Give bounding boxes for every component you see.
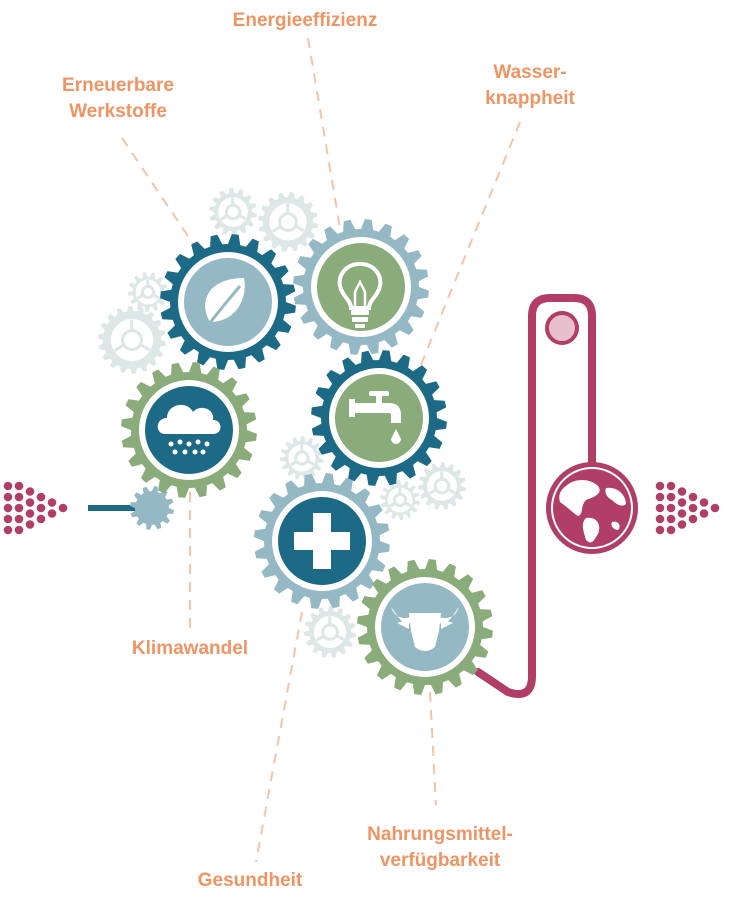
- background-gear: [209, 188, 257, 236]
- arrow-dot: [25, 498, 35, 507]
- arrow-dot: [666, 525, 676, 535]
- label-food: Nahrungsmittel- verfügbarkeit: [340, 822, 540, 874]
- arrow-dot: [36, 503, 46, 513]
- label-materials-line-2: Werkstoffe: [69, 101, 167, 122]
- arrow-dot: [14, 514, 24, 524]
- arrow-dot: [14, 492, 24, 502]
- label-climate: Klimawandel: [110, 636, 270, 662]
- conveyor-track: [474, 294, 596, 698]
- arrow-dot: [3, 525, 13, 535]
- arrow-dot: [699, 498, 709, 507]
- plus-icon: [294, 513, 350, 569]
- arrow-dot: [688, 514, 698, 524]
- label-energy-line-1: Energieeffizienz: [232, 10, 378, 31]
- background-gear: [380, 480, 420, 520]
- water-tap-icon: [349, 391, 401, 444]
- arrow-dot: [47, 498, 57, 507]
- arrow-dot: [58, 503, 68, 513]
- label-materials: Erneuerbare Werkstoffe: [38, 73, 198, 125]
- label-water-line-1: Wasser-: [493, 62, 567, 83]
- globe-icon: [546, 462, 638, 554]
- leader-energy: [307, 37, 341, 229]
- arrow-dot: [688, 492, 698, 502]
- arrow-dot: [677, 498, 687, 507]
- main-gears: [121, 219, 493, 695]
- arrow-dot: [655, 503, 665, 513]
- leaf-icon: [204, 278, 245, 329]
- arrow-dot: [655, 514, 665, 524]
- arrow-dot: [3, 492, 13, 502]
- arrow-dot: [666, 514, 676, 524]
- arrow-dot: [655, 492, 665, 502]
- arrow-dot: [14, 481, 24, 491]
- leader-lines: [121, 37, 521, 863]
- leader-materials: [121, 137, 197, 249]
- arrow-dot: [699, 509, 709, 518]
- lightbulb-icon: [337, 261, 383, 328]
- label-water-line-2: knappheit: [485, 88, 575, 109]
- background-gear: [258, 192, 318, 252]
- arrow-dot: [677, 509, 687, 518]
- arrow-dot: [3, 481, 13, 491]
- label-water: Wasser- knappheit: [450, 60, 610, 112]
- arrow-dot: [36, 514, 46, 524]
- background-gear: [280, 436, 324, 480]
- arrow-dot: [666, 503, 676, 513]
- arrow-dot: [655, 525, 665, 535]
- arrow-dot: [655, 481, 665, 491]
- cow-head-icon: [391, 607, 459, 651]
- gear-health: [254, 473, 390, 609]
- label-food-line-2: verfügbarkeit: [379, 850, 501, 871]
- arrow-dot: [25, 509, 35, 518]
- arrow-dot: [47, 509, 57, 518]
- arrow-dot: [688, 503, 698, 513]
- label-energy: Energieeffizienz: [205, 8, 405, 34]
- arrow-dot: [710, 503, 720, 513]
- background-gear: [128, 272, 168, 312]
- leader-food: [429, 691, 437, 806]
- track-knob: [545, 311, 579, 345]
- label-health-line-1: Gesundheit: [197, 870, 303, 891]
- arrow-dot: [666, 481, 676, 491]
- icons: [157, 261, 638, 651]
- arrow-dot: [25, 520, 35, 529]
- gear-water: [311, 350, 447, 486]
- arrow-dot: [666, 492, 676, 502]
- arrow-dot: [14, 503, 24, 513]
- label-climate-line-1: Klimawandel: [131, 638, 249, 659]
- background-gears: [98, 188, 466, 658]
- label-materials-line-1: Erneuerbare: [62, 75, 174, 96]
- background-gear: [98, 306, 166, 374]
- arrow-dot: [36, 492, 46, 502]
- arrow-dot: [677, 520, 687, 529]
- small-connector-gear: [130, 486, 174, 530]
- leader-water: [417, 121, 521, 373]
- right-arrow-dots-icon: [655, 481, 720, 535]
- arrow-dot: [25, 487, 35, 496]
- background-gear: [304, 606, 356, 658]
- arrow-dot: [3, 514, 13, 524]
- arrow-dot: [3, 503, 13, 513]
- left-arrow-dots-icon: [3, 481, 68, 535]
- label-food-line-1: Nahrungsmittel-: [367, 824, 513, 845]
- leader-health: [255, 611, 303, 863]
- gear-energy: [293, 219, 429, 355]
- arrow-dot: [677, 487, 687, 496]
- background-gear: [418, 462, 466, 510]
- label-health: Gesundheit: [170, 868, 330, 894]
- arrow-dot: [14, 525, 24, 535]
- rain-cloud-icon: [157, 404, 221, 455]
